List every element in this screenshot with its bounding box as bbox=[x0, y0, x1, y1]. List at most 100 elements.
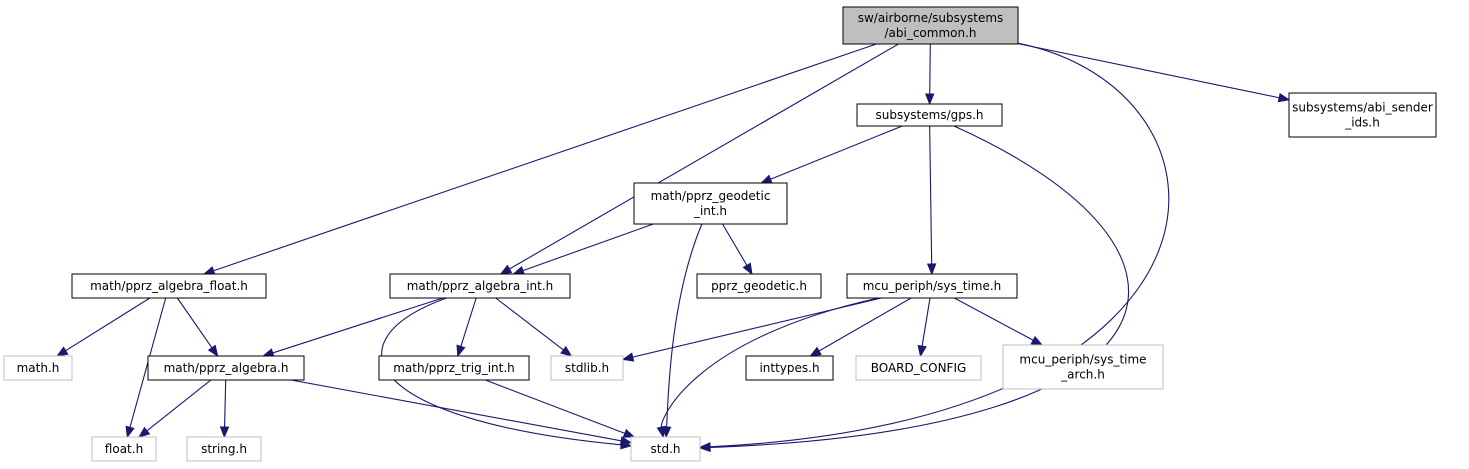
node-inttypes[interactable]: inttypes.h bbox=[745, 355, 834, 381]
edge-arrowhead bbox=[207, 344, 219, 358]
node-label: math/pprz_geodetic bbox=[651, 189, 771, 203]
node-box bbox=[550, 355, 624, 381]
node-label: BOARD_CONFIG bbox=[871, 361, 967, 375]
node-stdlib: stdlib.h bbox=[550, 355, 624, 381]
node-label: math/pprz_trig_int.h bbox=[393, 361, 515, 375]
node-layer: sw/airborne/subsystems/abi_common.hsubsy… bbox=[3, 6, 1437, 462]
node-box bbox=[842, 6, 1019, 45]
edge-arrowhead bbox=[619, 436, 633, 446]
edge-gps-to-geodetic_int bbox=[759, 125, 903, 184]
node-geodetic-int[interactable]: math/pprz_geodetic_int.h bbox=[633, 182, 788, 225]
edge-arrowhead bbox=[1030, 335, 1044, 346]
edge-sys_time-to-std_h bbox=[656, 297, 879, 439]
node-pprz-geodetic[interactable]: pprz_geodetic.h bbox=[696, 273, 822, 299]
node-box bbox=[3, 355, 73, 381]
edge-line bbox=[213, 43, 877, 272]
edge-line bbox=[929, 125, 933, 265]
edge-line bbox=[666, 223, 703, 428]
node-label: math/pprz_algebra_float.h bbox=[90, 279, 248, 293]
node-box bbox=[1002, 344, 1164, 390]
edge-line bbox=[770, 125, 903, 180]
node-box bbox=[1288, 92, 1437, 138]
node-gps[interactable]: subsystems/gps.h bbox=[856, 103, 1003, 127]
edge-sys_time-to-inttypes bbox=[809, 297, 912, 357]
edge-line bbox=[65, 297, 151, 352]
node-board-config: BOARD_CONFIG bbox=[855, 355, 982, 381]
node-box bbox=[856, 103, 1003, 127]
edge-algebra_int-to-algebra bbox=[261, 297, 443, 358]
edge-arrowhead bbox=[499, 264, 513, 275]
node-box bbox=[855, 355, 982, 381]
node-sys-time[interactable]: mcu_periph/sys_time.h bbox=[846, 273, 1018, 299]
node-label: /abi_common.h bbox=[884, 26, 976, 40]
edge-arrowhead bbox=[926, 263, 937, 276]
edge-arrowhead bbox=[809, 346, 822, 357]
edge-arrowhead bbox=[656, 425, 666, 439]
edge-arrowhead bbox=[138, 426, 151, 438]
node-abi-sender[interactable]: subsystems/abi_sender_ids.h bbox=[1288, 92, 1437, 138]
node-algebra-float[interactable]: math/pprz_algebra_float.h bbox=[71, 273, 267, 299]
edge-line bbox=[509, 43, 899, 270]
edge-arrowhead bbox=[125, 425, 135, 439]
edge-line bbox=[522, 223, 654, 272]
node-box bbox=[378, 355, 530, 381]
node-label: mcu_periph/sys_time.h bbox=[863, 279, 1002, 293]
node-label: float.h bbox=[105, 442, 143, 456]
node-label: _arch.h bbox=[1060, 368, 1105, 382]
node-algebra[interactable]: math/pprz_algebra.h bbox=[147, 355, 305, 381]
node-label: _ids.h bbox=[1344, 116, 1380, 130]
node-box bbox=[745, 355, 834, 381]
edge-geodetic_int-to-std_h bbox=[661, 223, 703, 439]
edge-abi_common-to-algebra_float bbox=[202, 43, 877, 276]
edge-line bbox=[1017, 43, 1280, 99]
edge-sys_time-to-sys_time_arch bbox=[954, 297, 1044, 346]
node-label: _int.h bbox=[693, 204, 727, 218]
node-algebra-int[interactable]: math/pprz_algebra_int.h bbox=[389, 273, 571, 299]
edge-line bbox=[176, 297, 213, 349]
edge-abi_common-to-abi_sender bbox=[1017, 43, 1291, 103]
edge-algebra-to-std_h bbox=[291, 379, 633, 446]
node-abi-common[interactable]: sw/airborne/subsystems/abi_common.h bbox=[842, 6, 1019, 45]
edge-gps-to-std_h bbox=[698, 125, 1130, 453]
edge-line bbox=[223, 379, 227, 428]
edge-line bbox=[272, 297, 443, 354]
node-label: sw/airborne/subsystems bbox=[858, 11, 1004, 25]
edge-line bbox=[818, 297, 912, 352]
edge-line bbox=[460, 297, 477, 347]
node-box bbox=[389, 273, 571, 299]
node-box bbox=[147, 355, 305, 381]
edge-arrowhead bbox=[621, 352, 635, 362]
edge-algebra_int-to-trig_int bbox=[456, 297, 477, 358]
edge-arrowhead bbox=[219, 426, 230, 439]
node-label: string.h bbox=[201, 442, 247, 456]
node-box bbox=[633, 182, 788, 225]
node-box bbox=[630, 436, 701, 462]
node-label: subsystems/abi_sender bbox=[1292, 101, 1433, 115]
node-label: mcu_periph/sys_time bbox=[1019, 353, 1146, 367]
edge-gps-to-sys_time bbox=[926, 125, 937, 276]
node-math-h: math.h bbox=[3, 355, 73, 381]
edge-sys_time-to-stdlib bbox=[621, 297, 882, 362]
edge-line bbox=[722, 223, 748, 266]
node-label: std.h bbox=[651, 442, 681, 456]
node-label: math/pprz_algebra.h bbox=[164, 361, 289, 375]
node-std-h: std.h bbox=[630, 436, 701, 462]
edge-line bbox=[660, 297, 879, 428]
edge-line bbox=[709, 125, 1130, 448]
node-string-h: string.h bbox=[186, 436, 262, 462]
node-sys-time-arch: mcu_periph/sys_time_arch.h bbox=[1002, 344, 1164, 390]
edge-algebra-to-string_h bbox=[219, 379, 230, 439]
edge-line bbox=[291, 379, 622, 442]
edge-line bbox=[146, 379, 212, 432]
edge-line bbox=[921, 297, 931, 347]
edge-layer bbox=[56, 42, 1291, 453]
edge-trig_int-to-std_h bbox=[485, 379, 636, 438]
node-trig-int[interactable]: math/pprz_trig_int.h bbox=[378, 355, 530, 381]
node-box bbox=[91, 436, 157, 462]
edge-line bbox=[709, 42, 1170, 448]
node-label: math.h bbox=[17, 361, 60, 375]
edge-arrowhead bbox=[512, 266, 526, 275]
edge-arrowhead bbox=[456, 344, 466, 358]
edge-abi_common-to-algebra_int bbox=[499, 43, 899, 275]
